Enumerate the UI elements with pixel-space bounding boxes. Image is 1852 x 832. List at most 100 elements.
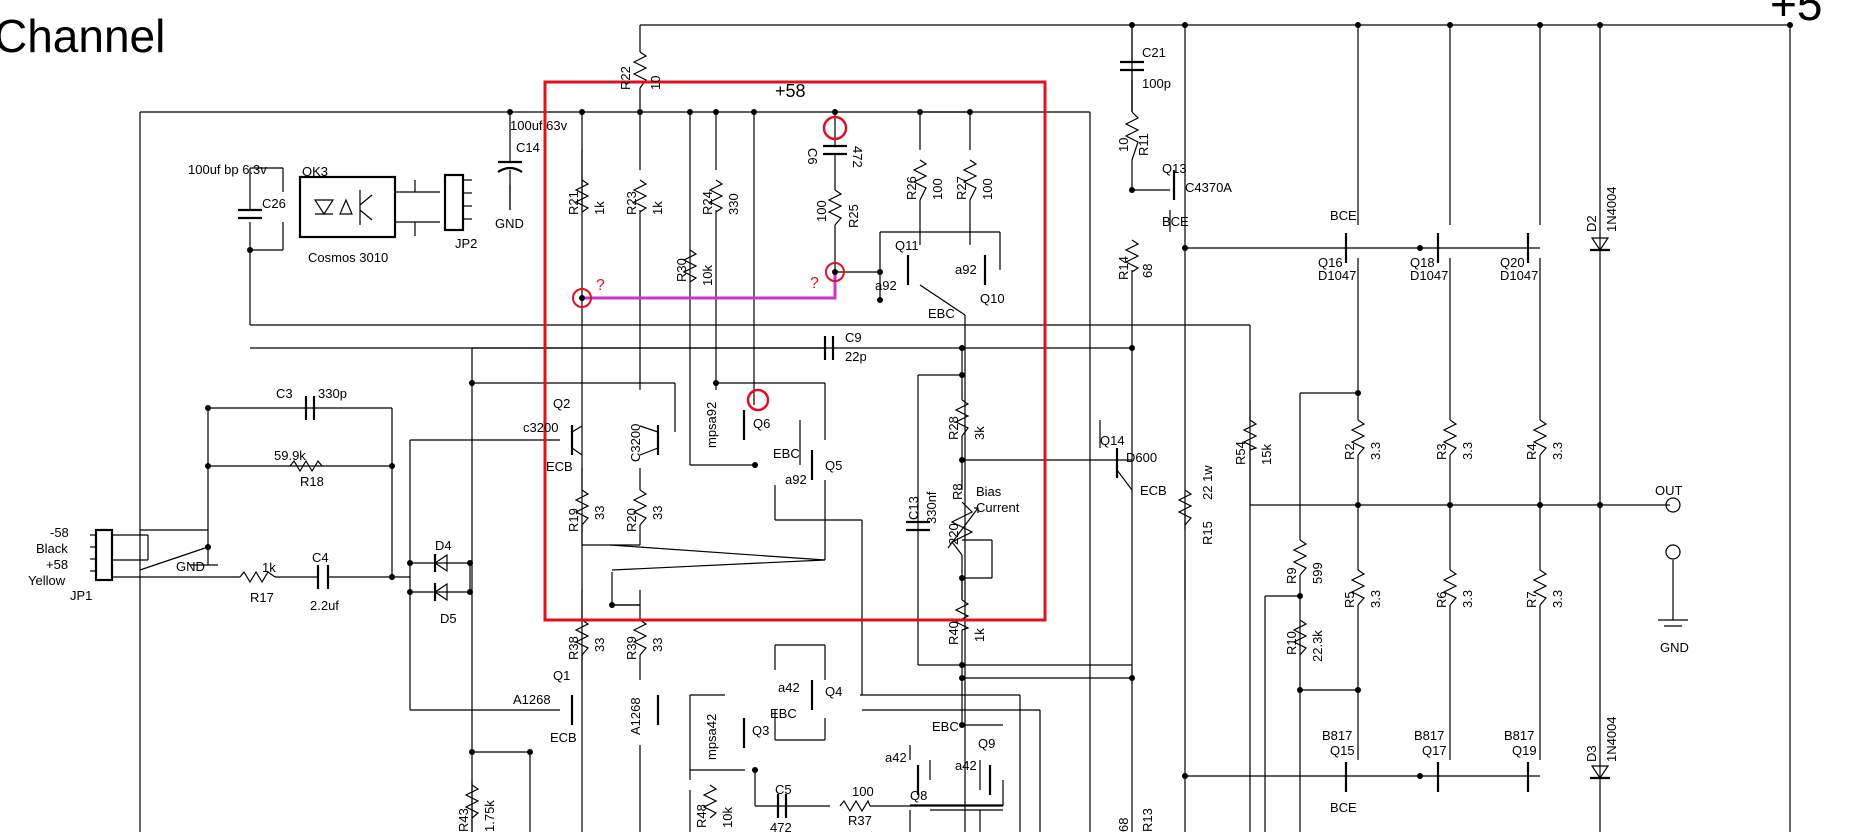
label-r48-value: 10k [720, 807, 735, 828]
label-r25-value: 100 [814, 200, 829, 222]
label-q10: Q10 [980, 291, 1005, 306]
label-q16-part: D1047 [1318, 268, 1356, 283]
label-r5: R5 [1342, 591, 1357, 608]
label-r22: R22 [618, 66, 633, 90]
label-r3: R3 [1434, 443, 1449, 460]
label-jp2: JP2 [455, 236, 477, 251]
label-r6-value: 3.3 [1460, 590, 1475, 608]
label-r20: R20 [624, 508, 639, 532]
rail-label-plus58: +58 [775, 81, 806, 101]
label-r13-value: 68 [1116, 818, 1131, 832]
label-q9-pins: EBC [932, 719, 959, 734]
label-r7: R7 [1524, 591, 1539, 608]
label-q19-part: B817 [1504, 728, 1534, 743]
label-r14-value: 68 [1140, 264, 1155, 278]
label-c6: C6 [805, 148, 820, 165]
label-r37-value: 100 [852, 784, 874, 799]
label-current: Current [976, 500, 1020, 515]
label-d3-part: 1N4004 [1604, 716, 1619, 762]
label-q15: Q15 [1330, 743, 1355, 758]
label-r22-value: 10 [648, 76, 663, 90]
label-d4: D4 [435, 538, 452, 553]
label-q11: Q11 [895, 238, 919, 253]
label-q16: Q16 [1318, 255, 1343, 270]
label-r27: R27 [954, 176, 969, 200]
label-r28: R28 [946, 416, 961, 440]
capacitors [238, 25, 1144, 818]
label-c21-value: 100p [1142, 76, 1171, 91]
label-ok3-part: Cosmos 3010 [308, 250, 388, 265]
label-jp1-pin3: +58 [46, 557, 68, 572]
label-q1-part: A1268 [513, 692, 551, 707]
label-r3-value: 3.3 [1460, 442, 1475, 460]
label-r9: R9 [1284, 567, 1299, 584]
label-r54: R54 [1233, 441, 1248, 465]
label-r17-value: 1k [262, 560, 276, 575]
label-q19: Q19 [1512, 743, 1537, 758]
label-c26: C26 [262, 196, 286, 211]
label-r28-value: 3k [972, 426, 987, 440]
marker-circle [746, 388, 770, 412]
label-d2: D2 [1584, 215, 1599, 232]
label-q10-part: a92 [955, 262, 977, 277]
label-r19: R19 [566, 508, 581, 532]
label-c14: C14 [516, 140, 540, 155]
label-c26-value: 100uf bp 6.3v [188, 162, 267, 177]
label-ok3: OK3 [302, 164, 328, 179]
label-q13-pins: BCE [1162, 214, 1189, 229]
resistors [239, 51, 1548, 819]
label-q18: Q18 [1410, 255, 1435, 270]
label-q14: Q14 [1100, 433, 1125, 448]
label-c21: C21 [1142, 45, 1166, 60]
label-r40-value: 1k [972, 628, 987, 642]
label-r8: R8 [950, 483, 965, 500]
label-r39-value: 33 [650, 638, 665, 652]
label-r8-value: 220 [946, 523, 961, 545]
label-q17: Q17 [1422, 743, 1447, 758]
label-q20: Q20 [1500, 255, 1525, 270]
label-q2: Q2 [553, 396, 570, 411]
label-c5: C5 [775, 782, 792, 797]
label-bias: Bias [976, 484, 1002, 499]
label-c13: C13 [906, 496, 921, 520]
label-c13-value: 330nf [924, 491, 939, 524]
label-r18: R18 [300, 474, 324, 489]
label-gnd-left: GND [176, 559, 205, 574]
label-q4-part: a42 [778, 680, 800, 695]
label-jp1-pin1: -58 [50, 525, 69, 540]
label-out: OUT [1655, 483, 1683, 498]
label-r23: R23 [624, 191, 639, 215]
label-q9: Q9 [978, 736, 995, 751]
label-r30-value: 10k [700, 265, 715, 286]
label-q10-pins: EBC [928, 306, 955, 321]
label-c9-value: 22p [845, 349, 867, 364]
label-q13-part: C4370A [1185, 180, 1232, 195]
label-bce-q16: BCE [1330, 208, 1357, 223]
label-q20-part: D1047 [1500, 268, 1538, 283]
label-r54-value: 15k [1259, 444, 1274, 465]
label-r10-value: 22.3k [1310, 630, 1325, 662]
label-r6: R6 [1434, 591, 1449, 608]
label-q14-pins: ECB [1140, 483, 1167, 498]
optocoupler-and-connectors [90, 173, 472, 582]
junction-dots [205, 22, 1793, 779]
marker-circle [822, 115, 848, 141]
label-r15: R15 [1200, 521, 1215, 545]
marker-circle [572, 288, 592, 308]
output-terminals [1665, 497, 1681, 560]
sheet-title: Channel [0, 10, 165, 62]
label-jp1: JP1 [70, 588, 92, 603]
label-gnd: GND [495, 216, 524, 231]
label-mpsa42: mpsa42 [704, 714, 719, 760]
label-mpsa92: mpsa92 [704, 402, 719, 448]
label-r5-value: 3.3 [1368, 590, 1383, 608]
label-q8: Q8 [910, 788, 927, 803]
label-q3: Q3 [752, 723, 769, 738]
label-r10: R10 [1284, 631, 1299, 655]
label-r20-value: 33 [650, 506, 665, 520]
label-r27-value: 100 [980, 178, 995, 200]
label-q5-part: a92 [785, 472, 807, 487]
label-c3: C3 [276, 386, 293, 401]
label-d2-part: 1N4004 [1604, 186, 1619, 232]
